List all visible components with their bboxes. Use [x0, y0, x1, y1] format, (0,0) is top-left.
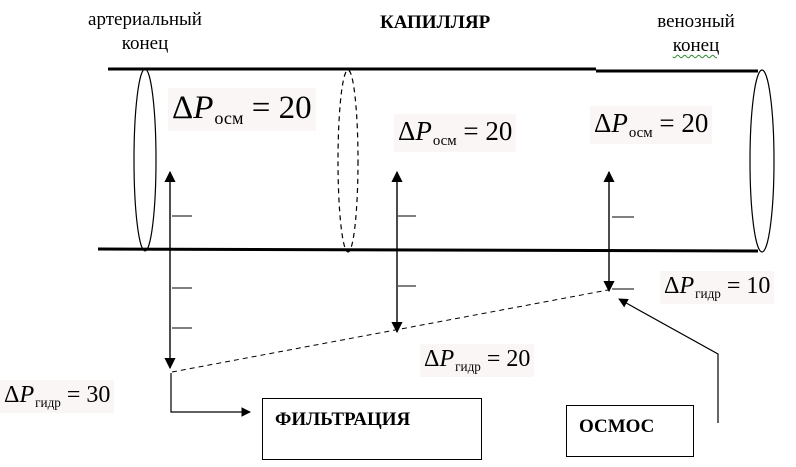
pressure-symbol: P — [193, 90, 214, 126]
capillary-title: КАПИЛЛЯР — [380, 12, 491, 33]
pressure-symbol: P — [439, 346, 455, 372]
delta-symbol: Δ — [398, 116, 416, 146]
arterial-label-line2: конец — [121, 33, 169, 54]
arterial-cross-section — [133, 68, 157, 252]
venous-cross-section — [749, 69, 775, 253]
osmosis-label: ОСМОС — [579, 416, 655, 437]
osm-subscript: осм — [628, 125, 653, 142]
filtration-connector — [170, 373, 251, 417]
hydrostatic-pressure-left: ΔPгидр = 30 — [0, 380, 115, 413]
arterial-label-line1: артериальный — [88, 9, 202, 30]
pressure-symbol: P — [679, 273, 695, 299]
hydrostatic-value-middle: = 20 — [486, 346, 531, 372]
filtration-box: ФИЛЬТРАЦИЯ — [262, 398, 482, 460]
delta-symbol: Δ — [594, 108, 612, 138]
hydr-subscript: гидр — [455, 358, 481, 374]
hydrostatic-pressure-middle: ΔPгидр = 20 — [420, 344, 535, 377]
osmotic-value-right: = 20 — [659, 108, 709, 138]
filtration-label: ФИЛЬТРАЦИЯ — [275, 409, 411, 430]
pressure-symbol: P — [611, 108, 628, 138]
middle-cross-section — [337, 69, 359, 253]
delta-symbol: Δ — [172, 90, 194, 126]
delta-symbol: Δ — [664, 273, 680, 299]
osmotic-pressure-left: ΔPосм = 20 — [168, 88, 316, 132]
venous-label-line2: конец — [672, 35, 720, 56]
pressure-gradient-line — [171, 289, 609, 373]
osmosis-box: ОСМОС — [566, 405, 694, 457]
delta-symbol: Δ — [4, 382, 20, 408]
capillary-bottom-wall — [97, 247, 759, 253]
osmosis-connector — [618, 298, 719, 423]
venous-label-line1: венозный — [657, 11, 735, 32]
pressure-symbol: P — [19, 382, 35, 408]
osmotic-value-middle: = 20 — [463, 116, 513, 146]
osmotic-pressure-right: ΔPосм = 20 — [590, 106, 713, 145]
osm-subscript: осм — [432, 133, 457, 150]
venous-end-label: венозный конец — [640, 10, 752, 58]
hydrostatic-value-right: = 10 — [726, 273, 771, 299]
osmotic-value-left: = 20 — [251, 90, 312, 126]
osmotic-pressure-middle: ΔPосм = 20 — [394, 114, 517, 153]
hydrostatic-value-left: = 30 — [66, 382, 111, 408]
pressure-symbol: P — [415, 116, 432, 146]
arterial-end-label: артериальный конец — [66, 8, 224, 56]
hydr-subscript: гидр — [695, 285, 721, 301]
hydr-subscript: гидр — [35, 394, 61, 410]
hydrostatic-pressure-right: ΔPгидр = 10 — [660, 271, 775, 304]
delta-symbol: Δ — [424, 346, 440, 372]
osm-subscript: осм — [214, 108, 244, 129]
